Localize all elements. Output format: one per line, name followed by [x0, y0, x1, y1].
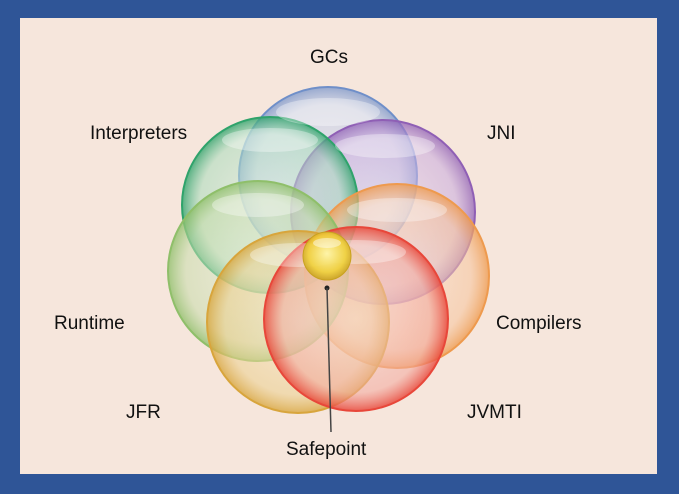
label-compilers: Compilers: [496, 313, 582, 334]
label-runtime: Runtime: [54, 313, 125, 334]
label-safepoint: Safepoint: [286, 439, 367, 460]
safepoint-circle: [302, 231, 352, 281]
label-jvmti: JVMTI: [467, 402, 522, 423]
label-gcs: GCs: [310, 47, 348, 68]
label-jfr: JFR: [126, 402, 161, 423]
label-jni: JNI: [487, 123, 516, 144]
glossy-highlights: [212, 98, 447, 267]
label-interpreters: Interpreters: [90, 123, 188, 144]
safepoint-pointer-line: [326, 287, 332, 433]
